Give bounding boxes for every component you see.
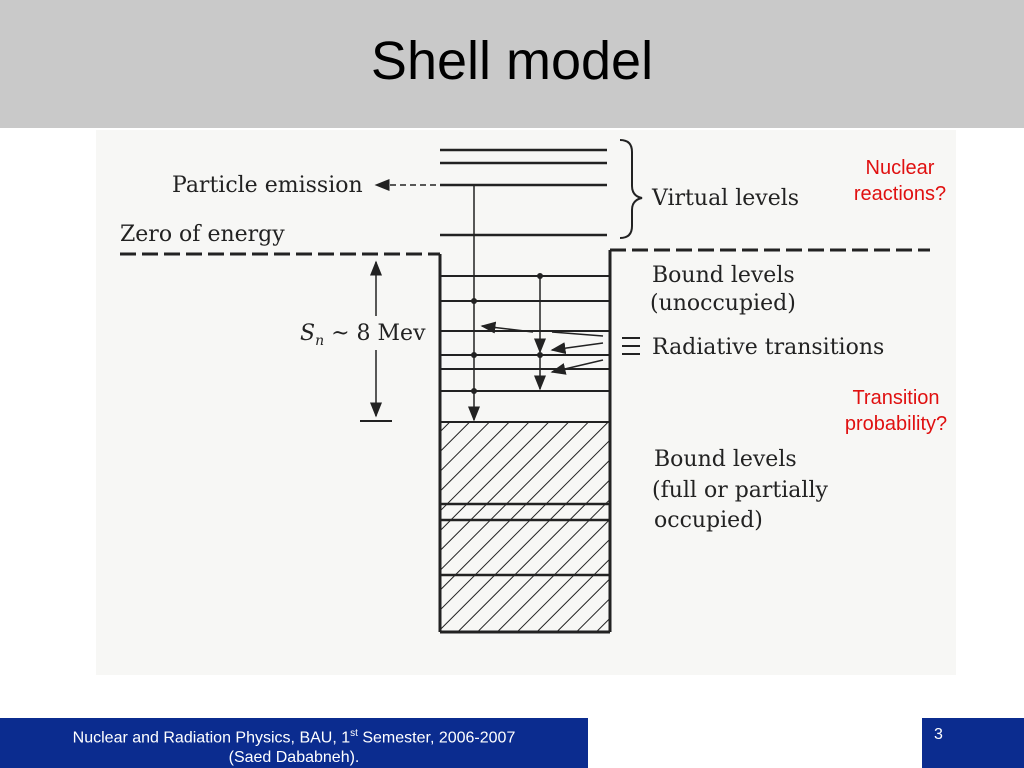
sn-symbol: S <box>300 321 315 346</box>
bound-unoccupied-label-1: Bound levels <box>652 263 795 288</box>
slide-number: 3 <box>934 726 943 743</box>
note-line: Transition <box>852 387 940 409</box>
radiative-pointers <box>480 321 640 375</box>
radiative-pointer <box>551 331 604 337</box>
occupied-bound-levels <box>440 422 610 631</box>
transition-dot <box>471 352 477 358</box>
sn-label: Sn ~ 8 Mev <box>300 321 426 349</box>
virtual-levels <box>440 148 607 237</box>
occupied-region-hatch <box>441 422 609 631</box>
nuclear-reactions-note: Nuclear reactions? <box>830 155 970 207</box>
transition-dot <box>471 388 477 394</box>
radiative-transitions-label: Radiative transitions <box>652 335 884 360</box>
virtual-levels-label: Virtual levels <box>651 186 799 211</box>
bound-occupied-label-2: (full or partially <box>652 478 828 503</box>
footer-citation: Nuclear and Radiation Physics, BAU, 1st … <box>0 718 588 768</box>
sn-subscript: n <box>315 333 324 349</box>
shell-model-diagram: Particle emission Zero of energy Virtual… <box>96 130 956 675</box>
zero-of-energy-label: Zero of energy <box>120 222 285 247</box>
radiative-pointer <box>480 321 534 334</box>
potential-well <box>438 250 612 634</box>
slide-title: Shell model <box>370 31 654 91</box>
unoccupied-bound-levels <box>440 275 610 423</box>
sn-dimension-arrow <box>360 260 392 422</box>
potential-well-svg: Particle emission Zero of energy Virtual… <box>120 139 930 634</box>
footer-superscript: st <box>350 728 358 739</box>
bound-unoccupied-label-2: (unoccupied) <box>650 291 796 316</box>
transition-dot <box>471 298 477 304</box>
virtual-levels-brace <box>619 139 643 239</box>
footer-page-box: 3 <box>922 718 1024 768</box>
radiative-pointer <box>550 359 604 375</box>
note-line: Nuclear <box>865 157 935 179</box>
radiative-pointer <box>550 342 604 355</box>
particle-emission-label: Particle emission <box>172 173 363 198</box>
footer-line-2: (Saed Dababneh). <box>228 749 360 767</box>
title-bar <box>0 0 1024 128</box>
transition-arrows <box>468 185 546 422</box>
transition-probability-note: Transition probability? <box>818 385 974 437</box>
sn-value: ~ 8 Mev <box>324 321 426 346</box>
note-line: reactions? <box>853 183 947 205</box>
note-line: probability? <box>844 413 948 435</box>
transition-dot <box>537 273 543 279</box>
transition-dot <box>537 352 543 358</box>
footer-line-1: Nuclear and Radiation Physics, BAU, 1st … <box>72 728 516 747</box>
bound-occupied-label-1: Bound levels <box>654 447 797 472</box>
bound-occupied-label-3: occupied) <box>654 508 763 533</box>
